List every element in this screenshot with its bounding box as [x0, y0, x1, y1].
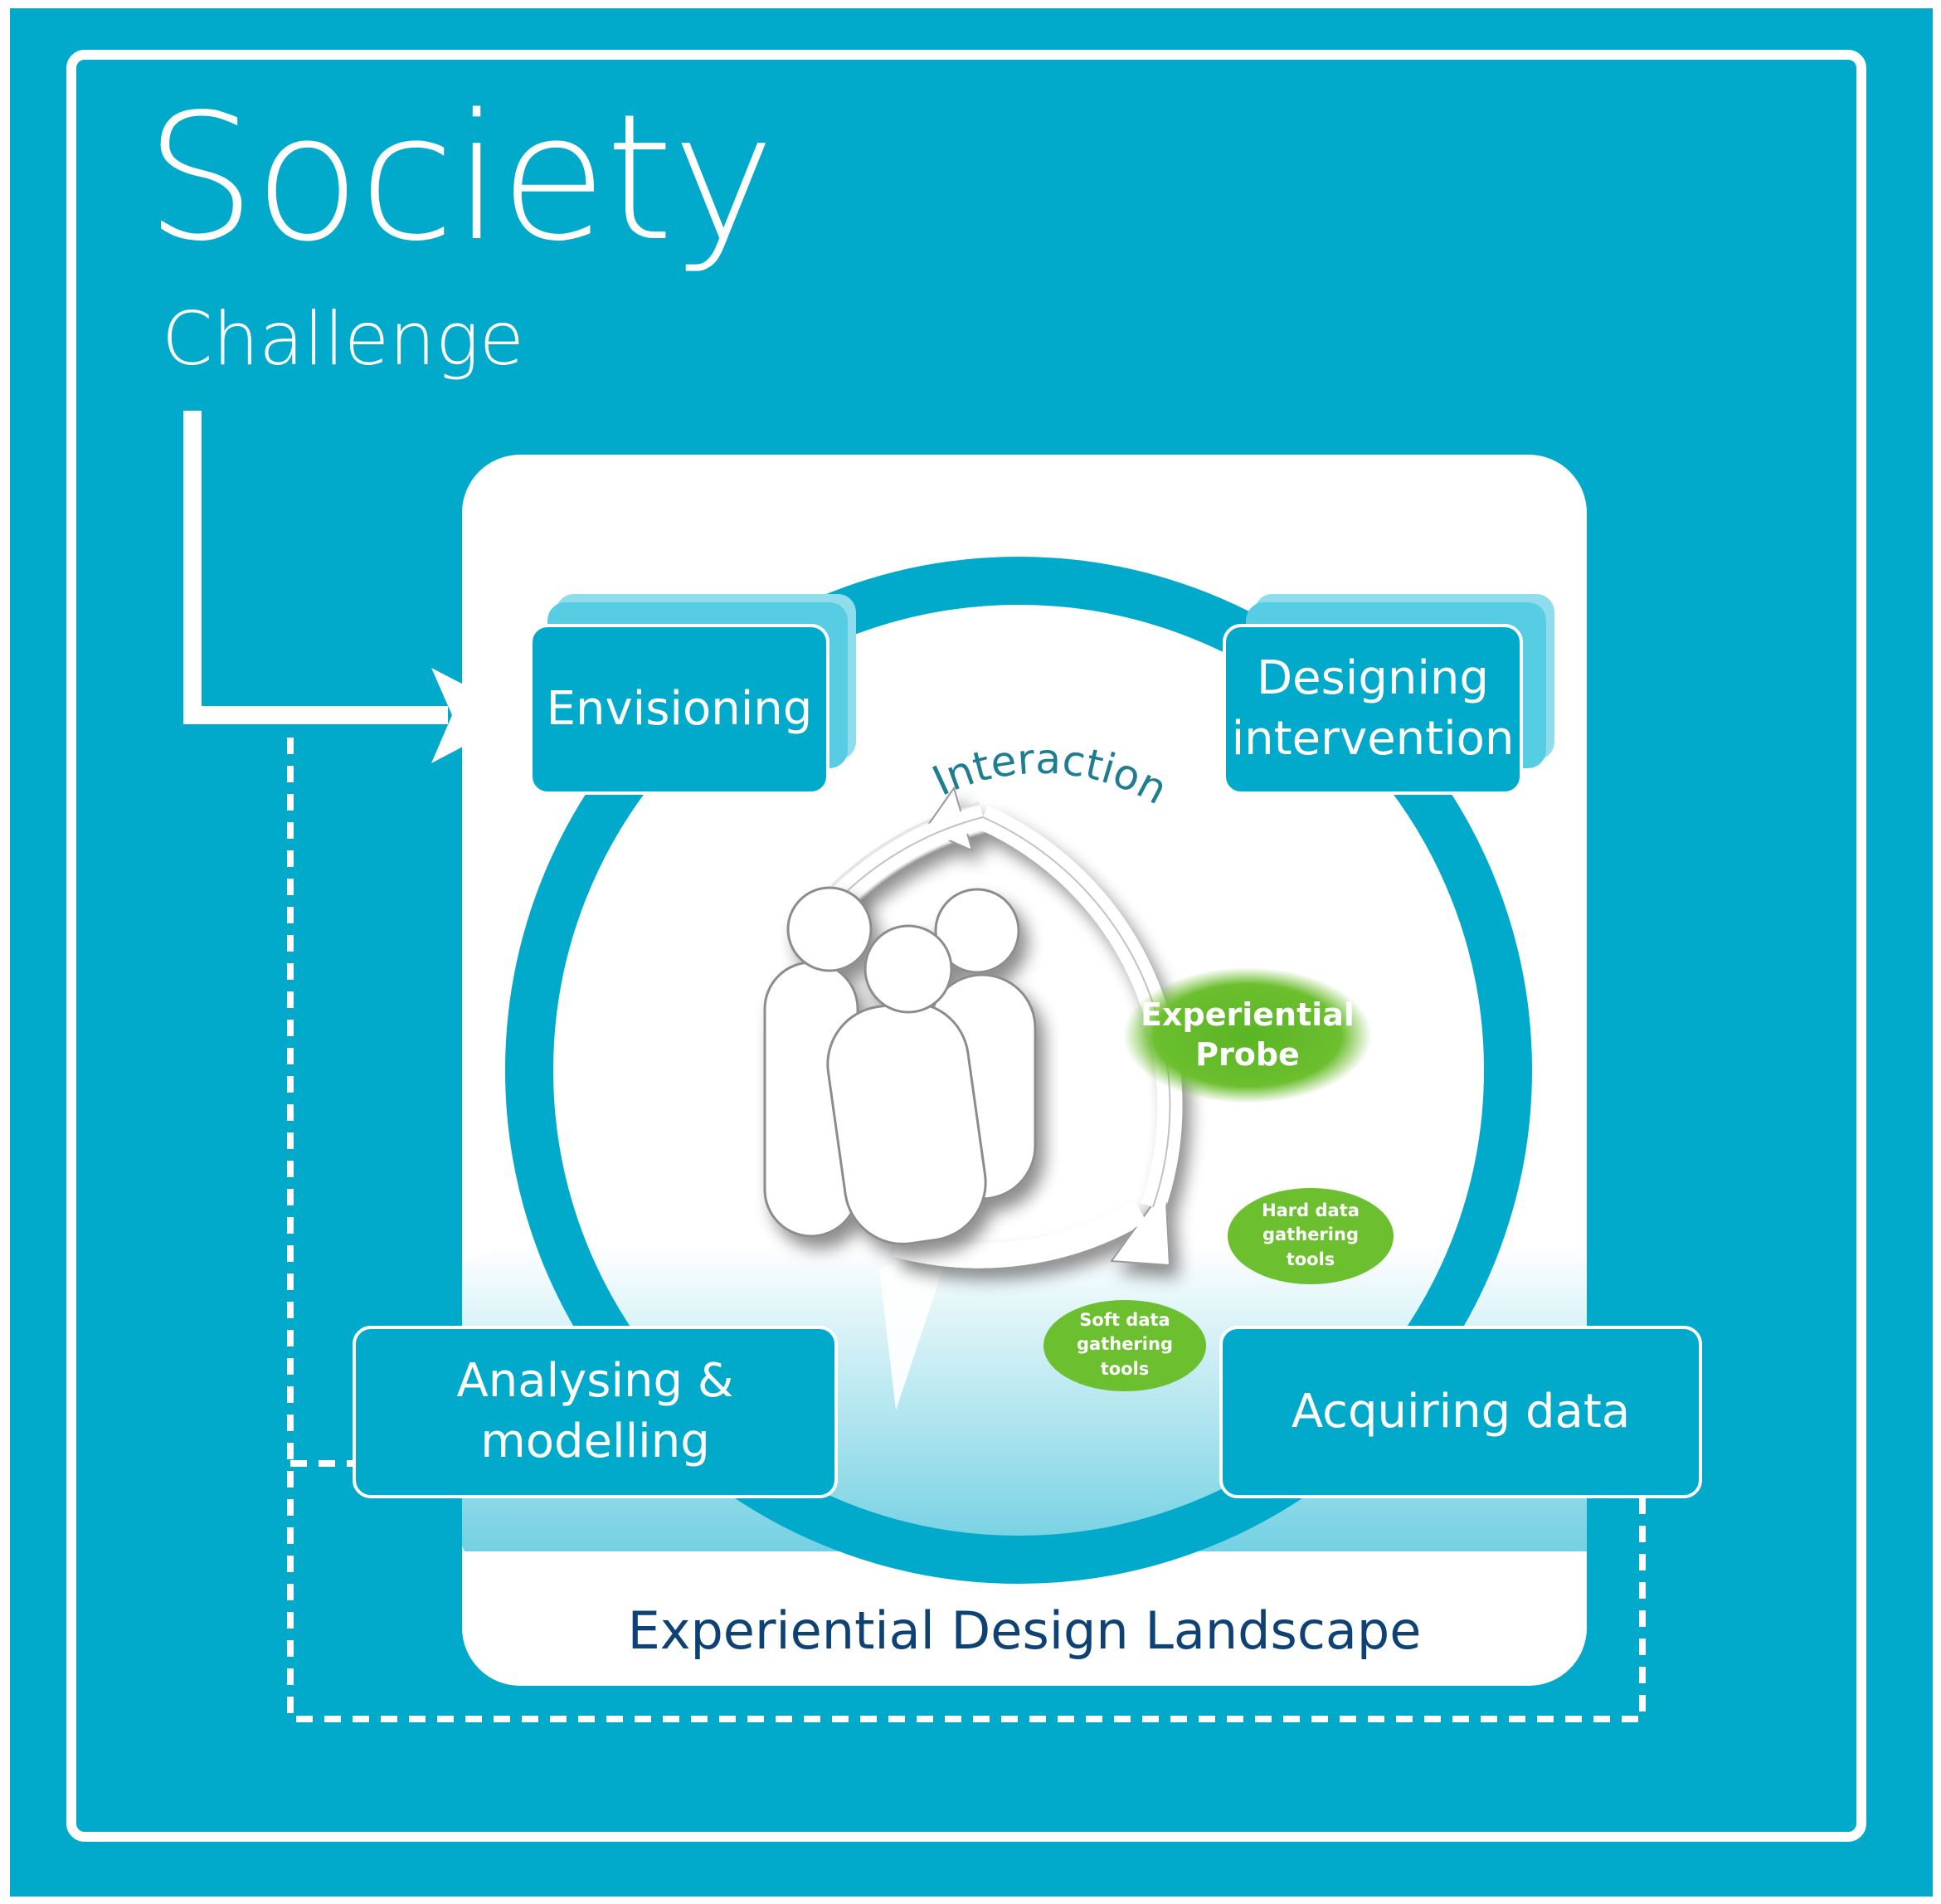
- hard-tools-line3: tools: [1286, 1249, 1335, 1269]
- acquiring-data-stage: Acquiring data: [1219, 1326, 1702, 1498]
- probe-line1: Experiential: [1141, 996, 1355, 1033]
- soft-tools-line2: gathering: [1077, 1334, 1173, 1355]
- soft-tools-line1: Soft data: [1079, 1310, 1170, 1330]
- hard-data-tools-label: Hard data gathering tools: [1228, 1199, 1394, 1272]
- analysing-label-line1: Analysing &: [456, 1354, 734, 1409]
- society-frame: [66, 50, 1866, 1842]
- interaction-beam: [879, 1244, 946, 1410]
- designing-intervention-stage: Designing intervention: [1223, 624, 1523, 795]
- hard-tools-line2: gathering: [1262, 1225, 1359, 1245]
- hard-tools-line1: Hard data: [1262, 1200, 1360, 1220]
- interaction-label: Interaction: [926, 735, 1175, 815]
- society-title: Society: [145, 76, 775, 280]
- challenge-label: Challenge: [162, 296, 524, 382]
- probe-line2: Probe: [1195, 1035, 1300, 1073]
- soft-data-tools-label: Soft data gathering tools: [1043, 1308, 1206, 1381]
- interaction-label-text: Interaction: [926, 735, 1175, 815]
- arrow-right-icon: [183, 411, 523, 763]
- feedback-loop-dashed: [287, 734, 1646, 1722]
- acquiring-label: Acquiring data: [1291, 1384, 1631, 1439]
- hard-data-tools-blob: [1228, 1188, 1394, 1284]
- envisioning-stage: Envisioning: [529, 624, 829, 795]
- soft-data-tools-blob: [1043, 1300, 1206, 1391]
- people-group-icon: [763, 886, 1037, 1245]
- envisioning-label: Envisioning: [546, 681, 813, 736]
- design-cycle-ring: [505, 557, 1532, 1584]
- analysing-modelling-stage: Analysing & modelling: [353, 1326, 838, 1498]
- designing-label-line1: Designing: [1257, 651, 1489, 706]
- experiential-probe-label: Experiential Probe: [1123, 996, 1372, 1074]
- analysing-label-line2: modelling: [480, 1415, 710, 1468]
- soft-tools-line3: tools: [1100, 1358, 1150, 1379]
- experiential-probe-blob: [1123, 967, 1372, 1103]
- landscape-label: Experiential Design Landscape: [627, 1600, 1422, 1661]
- designing-label-line2: intervention: [1231, 712, 1515, 766]
